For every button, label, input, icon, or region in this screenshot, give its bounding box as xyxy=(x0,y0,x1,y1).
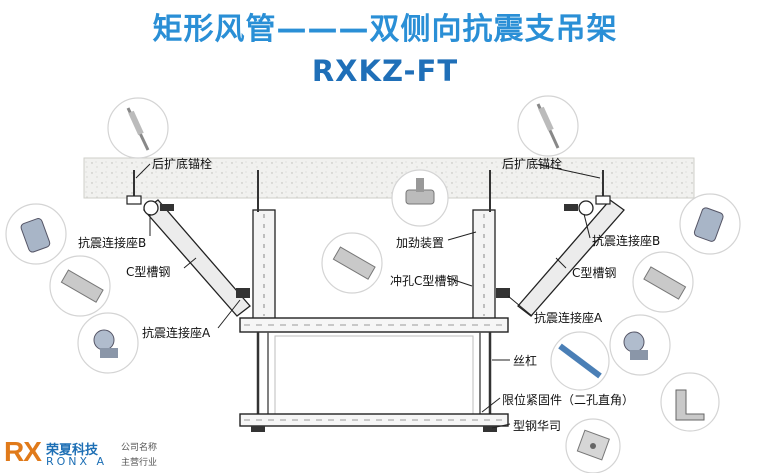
company-logo: RX 荣夏科技 RONX A 公司名称 主营行业 xyxy=(4,436,174,470)
thumb-anchor-bolt-right xyxy=(517,95,579,157)
label-seat-a-left: 抗震连接座A xyxy=(142,326,211,340)
ceiling-slab xyxy=(83,157,695,199)
right-anchor-assembly xyxy=(564,170,611,216)
left-anchor-assembly xyxy=(126,170,174,216)
right-seat-a xyxy=(496,288,510,298)
label-limit: 限位紧固件（二孔直角） xyxy=(502,393,635,407)
left-diagonal-channel xyxy=(143,199,251,317)
bottom-crossbeam xyxy=(239,413,509,427)
thumb-anchor-bolt-left xyxy=(107,97,169,159)
label-anchor-right: 后扩底锚栓 xyxy=(502,157,563,171)
label-fastener: 加劲装置 xyxy=(396,236,445,250)
label-anchor-left: 后扩底锚栓 xyxy=(152,157,213,171)
leader-lines xyxy=(135,163,601,429)
thumb-channel-left xyxy=(49,255,111,317)
thumb-seat-a-left xyxy=(77,312,139,374)
thumb-seat-b-right xyxy=(679,193,741,255)
thumb-rod xyxy=(550,331,610,391)
diagram-title: 矩形风管———双侧向抗震支吊架 xyxy=(152,12,618,47)
label-channel-left: C型槽钢 xyxy=(126,265,171,279)
model-code: RXKZ-FT xyxy=(311,54,459,88)
label-seat-b-right: 抗震连接座B xyxy=(592,234,661,248)
thumb-seat-b-left xyxy=(5,203,67,265)
right-diagonal-channel xyxy=(517,199,625,317)
label-punched-channel: 冲孔C型槽钢 xyxy=(390,274,459,288)
thumb-limit-bracket xyxy=(660,372,720,432)
logo-mark: RX xyxy=(4,436,42,467)
top-crossbeam xyxy=(239,317,509,333)
thumb-channel-right xyxy=(632,251,694,313)
thumb-fastener xyxy=(391,169,449,227)
thumb-seat-a-right xyxy=(609,314,671,376)
duct-body xyxy=(274,335,474,415)
label-rod: 丝杠 xyxy=(513,354,538,368)
thumb-washer xyxy=(565,418,621,473)
label-channel-right: C型槽钢 xyxy=(572,266,617,280)
logo-cn-name: 荣夏科技 xyxy=(46,443,99,458)
thumb-punched-channel xyxy=(321,232,383,294)
label-washer: 型钢华司 xyxy=(513,419,562,433)
logo-business: 主营行业 xyxy=(121,458,158,468)
left-seat-a xyxy=(236,288,250,298)
label-seat-a-right: 抗震连接座A xyxy=(534,311,603,325)
logo-company: 公司名称 xyxy=(121,443,158,453)
logo-en-name: RONX A xyxy=(46,455,108,468)
label-seat-b-left: 抗震连接座B xyxy=(78,236,147,250)
